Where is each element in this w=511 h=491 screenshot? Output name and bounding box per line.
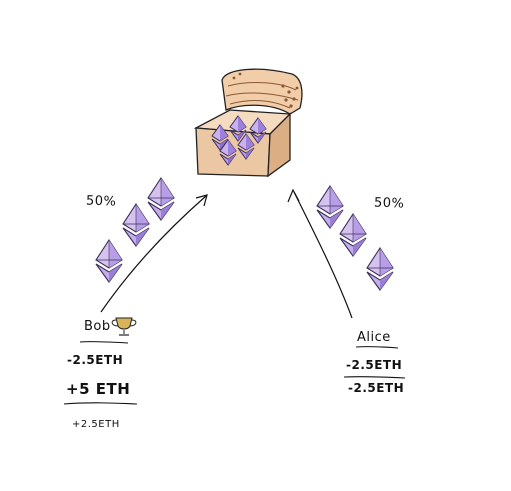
alice-arrow [287,188,353,319]
ledger-lines [63,341,406,405]
treasure-chest-icon [193,68,303,178]
bob-name-label: Bob [84,319,111,334]
alice-ledger-debit: -2.5ETH [346,358,403,372]
bob-ledger-credit: +5 ETH [66,380,131,398]
bob-share-label: 50% [85,193,117,210]
bob-arrow [100,194,208,313]
alice-share-label: 50% [373,195,405,212]
bob-ledger-result: +2.5ETH [72,419,120,430]
bob-ledger-debit: -2.5ETH [67,353,124,367]
trophy-icon [111,317,137,336]
alice-name-label: Alice [357,330,391,345]
alice-ledger-result: -2.5ETH [348,381,405,395]
